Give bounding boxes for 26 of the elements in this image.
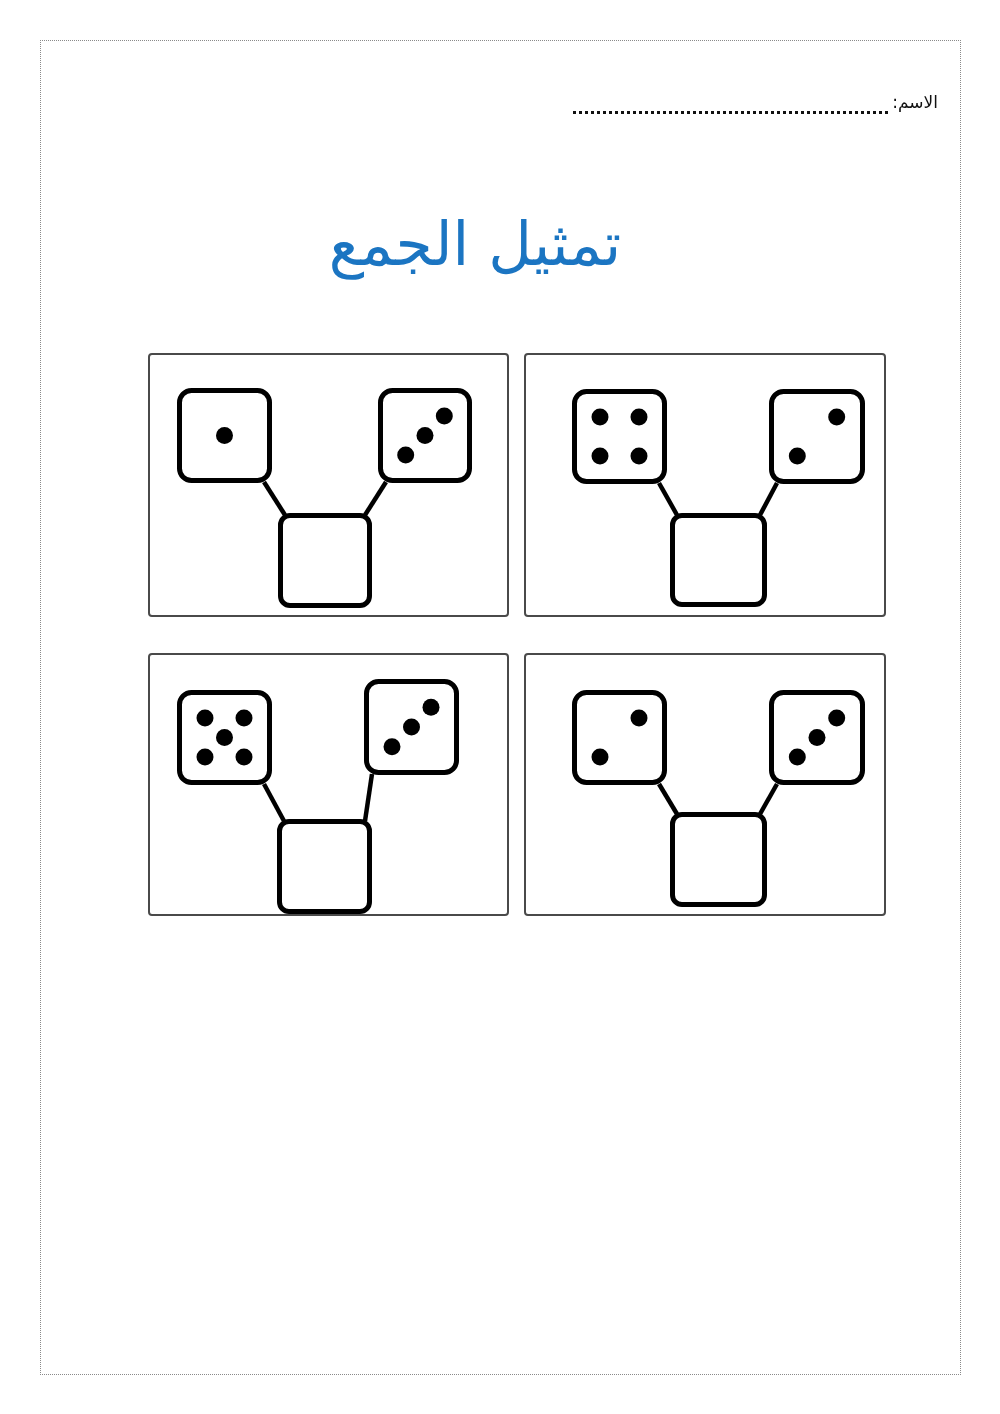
panel xyxy=(524,353,886,617)
connector-line xyxy=(363,480,388,517)
connector-line xyxy=(262,782,286,823)
answer-box xyxy=(278,513,372,608)
answer-box xyxy=(670,513,767,607)
connector-line xyxy=(758,782,779,816)
connector-line xyxy=(657,481,679,517)
die-icon xyxy=(177,690,272,785)
die-icon xyxy=(364,679,459,775)
die-icon xyxy=(378,388,472,483)
answer-box xyxy=(670,812,767,907)
panel xyxy=(524,653,886,916)
die-icon xyxy=(572,389,667,484)
die-icon xyxy=(177,388,272,483)
die-icon xyxy=(769,389,865,484)
connector-line xyxy=(262,480,287,517)
panel xyxy=(148,653,509,916)
die-icon xyxy=(769,690,865,785)
panel xyxy=(148,353,509,617)
answer-box xyxy=(277,819,372,914)
connector-line xyxy=(362,773,375,822)
connector-line xyxy=(758,481,779,517)
die-icon xyxy=(572,690,667,785)
title: تمثيل الجمع xyxy=(328,209,622,279)
connector-line xyxy=(657,782,679,816)
name-label: الاسم: xyxy=(892,92,938,113)
